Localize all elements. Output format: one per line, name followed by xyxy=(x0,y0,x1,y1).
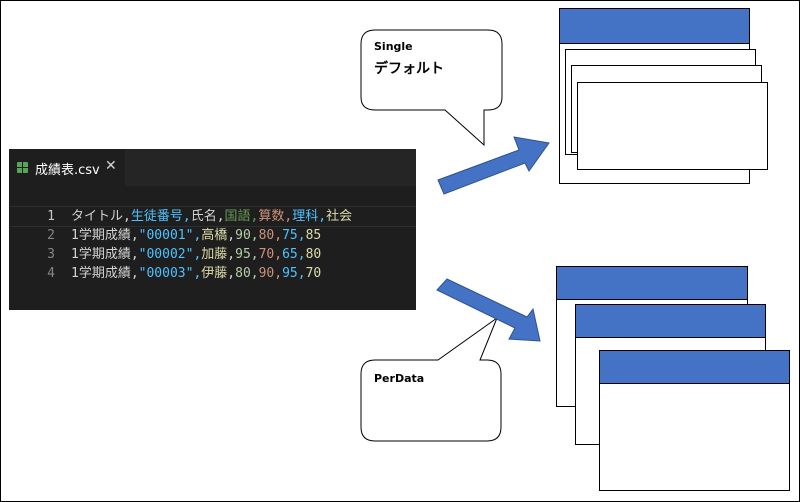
tab-csv-file[interactable]: 成績表.csv ✕ xyxy=(9,149,125,186)
single-callout-default-label: デフォルト xyxy=(374,61,444,77)
csv-field: 算数 xyxy=(258,209,285,224)
line-text: 1学期成績,"00002",加藤,95,70,65,80 xyxy=(71,245,321,264)
comma: , xyxy=(130,247,139,262)
comma: , xyxy=(297,266,306,281)
csv-field: 1学期成績 xyxy=(71,247,131,262)
csv-field: 90 xyxy=(258,266,275,281)
arrow-to-single-stack xyxy=(437,136,550,195)
line-text: 1学期成績,"00003",伊藤,80,90,95,70 xyxy=(71,264,321,283)
comma: , xyxy=(250,266,259,281)
editor-tab-bar: 成績表.csv ✕ xyxy=(9,149,416,186)
code-editor: 成績表.csv ✕ 1 タイトル,生徒番号,氏名,国語,算数,理科,社会 2 1… xyxy=(9,149,416,310)
csv-field: 70 xyxy=(305,266,322,281)
window-titlebar xyxy=(560,9,749,44)
line-text: 1学期成績,"00001",高橋,90,80,75,85 xyxy=(71,226,321,245)
csv-field: 80 xyxy=(258,228,275,243)
csv-field: 80 xyxy=(305,247,322,262)
single-window-front xyxy=(577,82,768,170)
tab-label: 成績表.csv xyxy=(35,163,100,178)
comma: , xyxy=(182,209,191,224)
close-icon[interactable]: ✕ xyxy=(105,158,117,174)
csv-field: 65 xyxy=(282,247,298,262)
csv-field: 社会 xyxy=(326,209,353,224)
comma: , xyxy=(130,228,139,243)
csv-field: タイトル xyxy=(71,209,124,224)
comma: , xyxy=(193,247,202,262)
comma: , xyxy=(274,228,283,243)
csv-field: 80 xyxy=(235,266,251,281)
comma: , xyxy=(227,228,236,243)
comma: , xyxy=(227,247,236,262)
csv-field: "00002" xyxy=(138,247,194,262)
window-titlebar xyxy=(576,305,765,338)
comma: , xyxy=(284,209,293,224)
comma: , xyxy=(227,266,236,281)
csv-field: 70 xyxy=(258,247,275,262)
csv-field: 1学期成績 xyxy=(71,228,131,243)
csv-field: 氏名 xyxy=(190,209,217,224)
perdata-window-3 xyxy=(599,350,790,491)
code-line: 4 1学期成績,"00003",伊藤,80,90,95,70 xyxy=(9,264,416,283)
code-line: 2 1学期成績,"00001",高橋,90,80,75,85 xyxy=(9,226,416,245)
comma: , xyxy=(274,266,283,281)
comma: , xyxy=(123,209,131,224)
comma: , xyxy=(130,266,139,281)
csv-field: "00001" xyxy=(138,228,194,243)
csv-field: 生徒番号 xyxy=(130,209,183,224)
perdata-callout-bubble xyxy=(360,316,502,442)
comma: , xyxy=(250,209,259,224)
csv-field: 85 xyxy=(305,228,322,243)
csv-field: 国語 xyxy=(224,209,251,224)
csv-field: 1学期成績 xyxy=(71,266,131,281)
csv-field: 高橋 xyxy=(201,228,228,243)
window-titlebar xyxy=(600,351,789,384)
csv-field: 加藤 xyxy=(201,247,228,262)
comma: , xyxy=(318,209,327,224)
csv-field: 理科 xyxy=(292,209,319,224)
code-line: 1 タイトル,生徒番号,氏名,国語,算数,理科,社会 xyxy=(9,206,416,227)
arrow-to-perdata-stack xyxy=(436,278,541,342)
single-callout-bubble xyxy=(360,29,503,147)
line-number: 2 xyxy=(47,228,55,243)
perdata-callout-label: PerData xyxy=(374,372,425,385)
comma: , xyxy=(250,247,259,262)
csv-field: "00003" xyxy=(138,266,194,281)
comma: , xyxy=(297,228,306,243)
csv-field: 95 xyxy=(282,266,298,281)
csv-file-icon xyxy=(17,162,28,173)
code-line: 3 1学期成績,"00002",加藤,95,70,65,80 xyxy=(9,245,416,264)
window-titlebar xyxy=(557,267,747,300)
comma: , xyxy=(193,228,202,243)
csv-field: 90 xyxy=(235,228,251,243)
line-text: タイトル,生徒番号,氏名,国語,算数,理科,社会 xyxy=(71,207,352,226)
csv-field: 75 xyxy=(282,228,298,243)
comma: , xyxy=(274,247,283,262)
line-number: 3 xyxy=(47,247,55,262)
comma: , xyxy=(216,209,225,224)
comma: , xyxy=(250,228,259,243)
single-callout-label: Single xyxy=(374,40,413,53)
comma: , xyxy=(193,266,202,281)
line-number: 1 xyxy=(47,209,55,224)
csv-field: 95 xyxy=(235,247,251,262)
line-number: 4 xyxy=(47,266,55,281)
comma: , xyxy=(297,247,306,262)
csv-field: 伊藤 xyxy=(201,266,228,281)
